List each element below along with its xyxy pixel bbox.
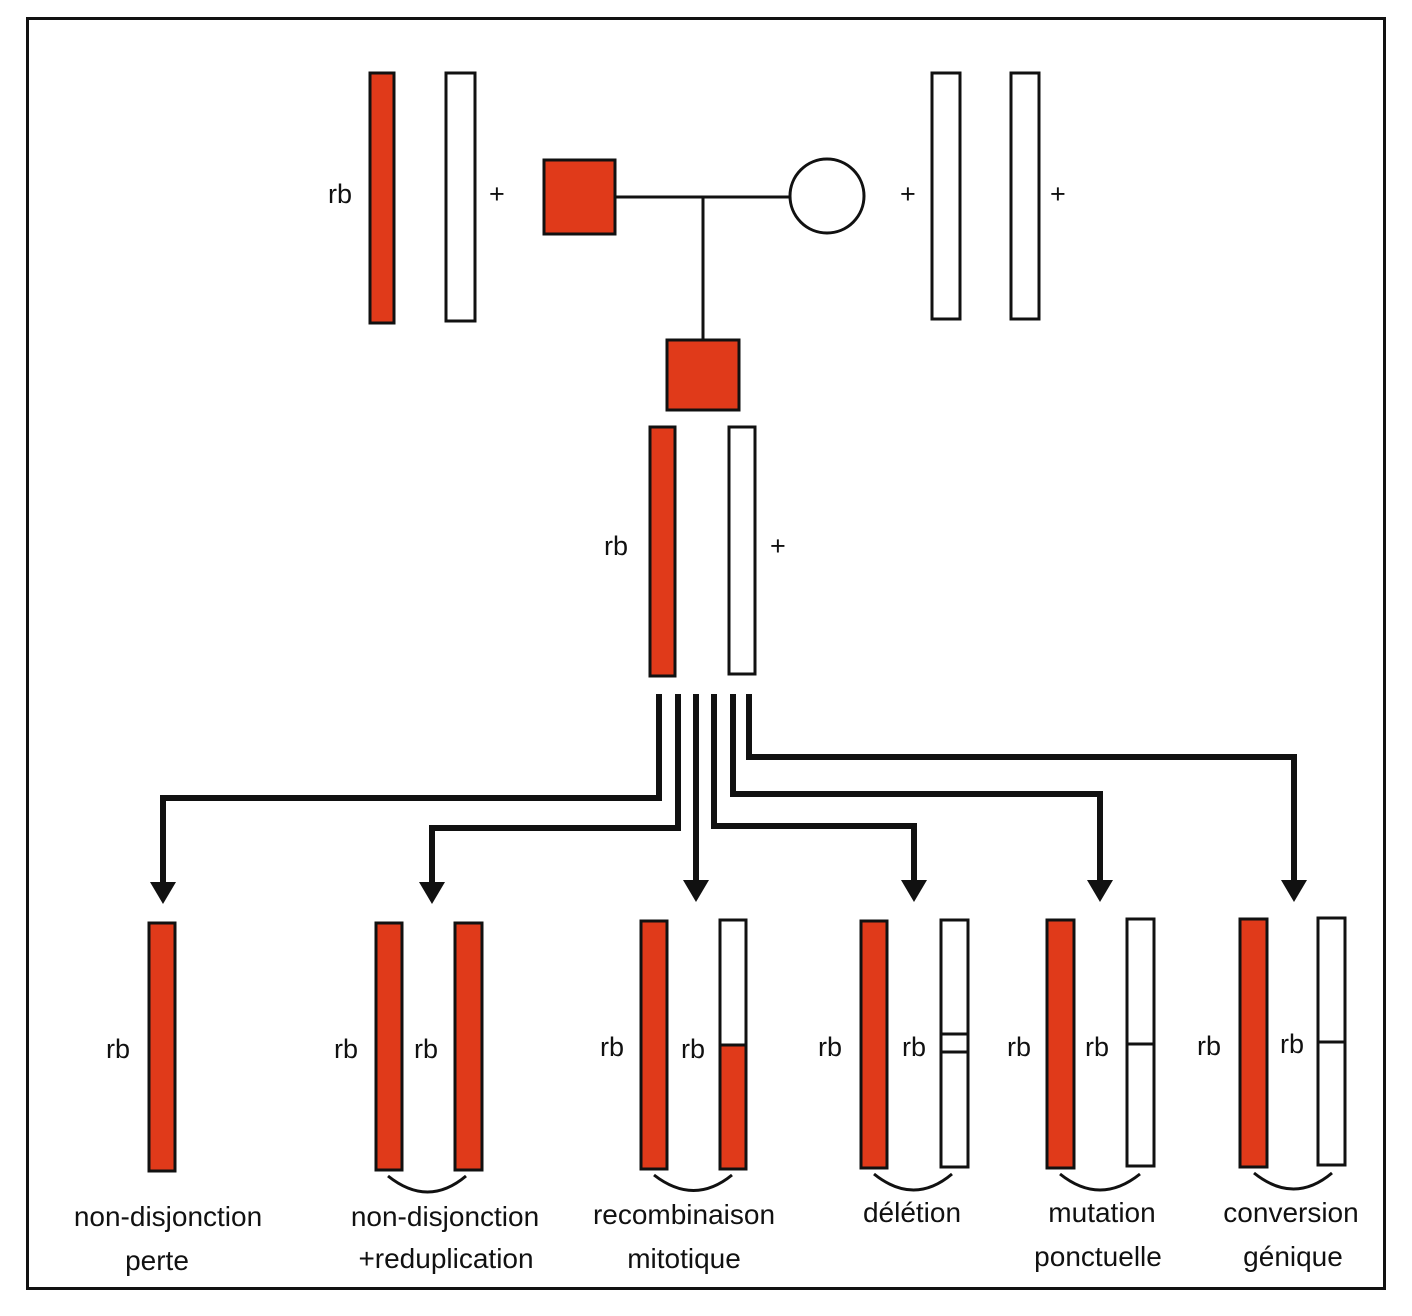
outcome-6-chromosome-rb: [1238, 917, 1269, 1169]
outcome-3-caption-line2: mitotique: [627, 1243, 741, 1274]
outcome-4-caption-line1: délétion: [863, 1197, 961, 1228]
outcome-5-caption-line2: ponctuelle: [1034, 1241, 1162, 1272]
outcome-6-caption-line2: génique: [1243, 1241, 1343, 1272]
affected-child-square: [665, 338, 741, 412]
outcome-1-caption-line2: perte: [125, 1245, 189, 1276]
arrowhead-6: [1281, 880, 1307, 902]
outcome-2-pair-bracket: [387, 1174, 467, 1194]
arrowhead-4: [901, 880, 927, 902]
outcome-5-right-label: rb: [1085, 1032, 1109, 1062]
affected-father-square: [542, 158, 617, 236]
outcome-3-chromosome-recombined-segment: [718, 1043, 748, 1171]
arrow-to-outcome-6: [746, 694, 1297, 880]
outcome-3-chromosome-rb: [639, 919, 669, 1171]
arrowhead-2: [419, 882, 445, 904]
outcome-6-caption-line1: conversion: [1223, 1197, 1358, 1228]
mother-plus-label-1: +: [900, 179, 916, 209]
arrow-to-outcome-4: [711, 694, 917, 880]
arrowhead-1: [150, 882, 176, 904]
outcome-6-pair-bracket: [1253, 1171, 1333, 1191]
arrow-to-outcome-1: [160, 694, 662, 882]
outcome-3-caption-line1: recombinaison: [593, 1199, 775, 1230]
outcome-5-chromosome-rb: [1045, 918, 1076, 1170]
child-rb-label: rb: [604, 531, 628, 561]
outcome-5-pair-bracket: [1059, 1172, 1141, 1192]
outcome-3-pair-bracket: [653, 1173, 733, 1192]
outcome-1-chromosome-rb: [147, 921, 177, 1173]
outcome-2-chromosome-1: [374, 921, 404, 1172]
outcome-1-left-label: rb: [106, 1034, 130, 1064]
outcome-2-left-label: rb: [334, 1034, 358, 1064]
child-chromosome-normal: [727, 425, 757, 676]
arrow-to-outcome-2: [429, 694, 681, 882]
outcome-5-left-label: rb: [1007, 1032, 1031, 1062]
outcome-4-left-label: rb: [818, 1032, 842, 1062]
outcome-4-right-label: rb: [902, 1032, 926, 1062]
arrow-to-outcome-5: [730, 694, 1103, 880]
outcome-4-chromosome-deleted: [939, 918, 970, 1169]
figure-frame: [26, 17, 1386, 1290]
outcome-3-chromosome-normal-segment: [718, 918, 748, 1047]
outcome-6-right-label: rb: [1280, 1029, 1304, 1059]
outcome-3-right-label: rb: [681, 1034, 705, 1064]
outcome-4-pair-bracket: [873, 1172, 953, 1192]
outcome-5-caption-line1: mutation: [1048, 1197, 1155, 1228]
father-chromosome-normal: [444, 71, 477, 323]
outcome-2-chromosome-2: [453, 921, 484, 1172]
father-rb-label: rb: [328, 179, 352, 209]
outcome-4-chromosome-rb: [859, 919, 889, 1170]
mother-chromosome-2: [1009, 71, 1041, 321]
mother-circle: [788, 157, 866, 235]
father-chromosome-rb: [368, 71, 396, 325]
child-chromosome-rb: [648, 425, 677, 678]
outcome-3-left-label: rb: [600, 1032, 624, 1062]
outcome-6-left-label: rb: [1197, 1031, 1221, 1061]
child-plus-label: +: [770, 531, 786, 561]
arrowhead-3: [683, 880, 709, 902]
outcome-2-caption-line2: +reduplication: [358, 1243, 533, 1274]
father-plus-label: +: [489, 179, 505, 209]
outcome-2-right-label: rb: [414, 1034, 438, 1064]
arrowhead-5: [1087, 880, 1113, 902]
outcome-1-caption-line1: non-disjonction: [74, 1201, 262, 1232]
mother-chromosome-1: [930, 71, 962, 321]
mother-plus-label-2: +: [1050, 179, 1066, 209]
outcome-2-caption-line1: non-disjonction: [351, 1201, 539, 1232]
